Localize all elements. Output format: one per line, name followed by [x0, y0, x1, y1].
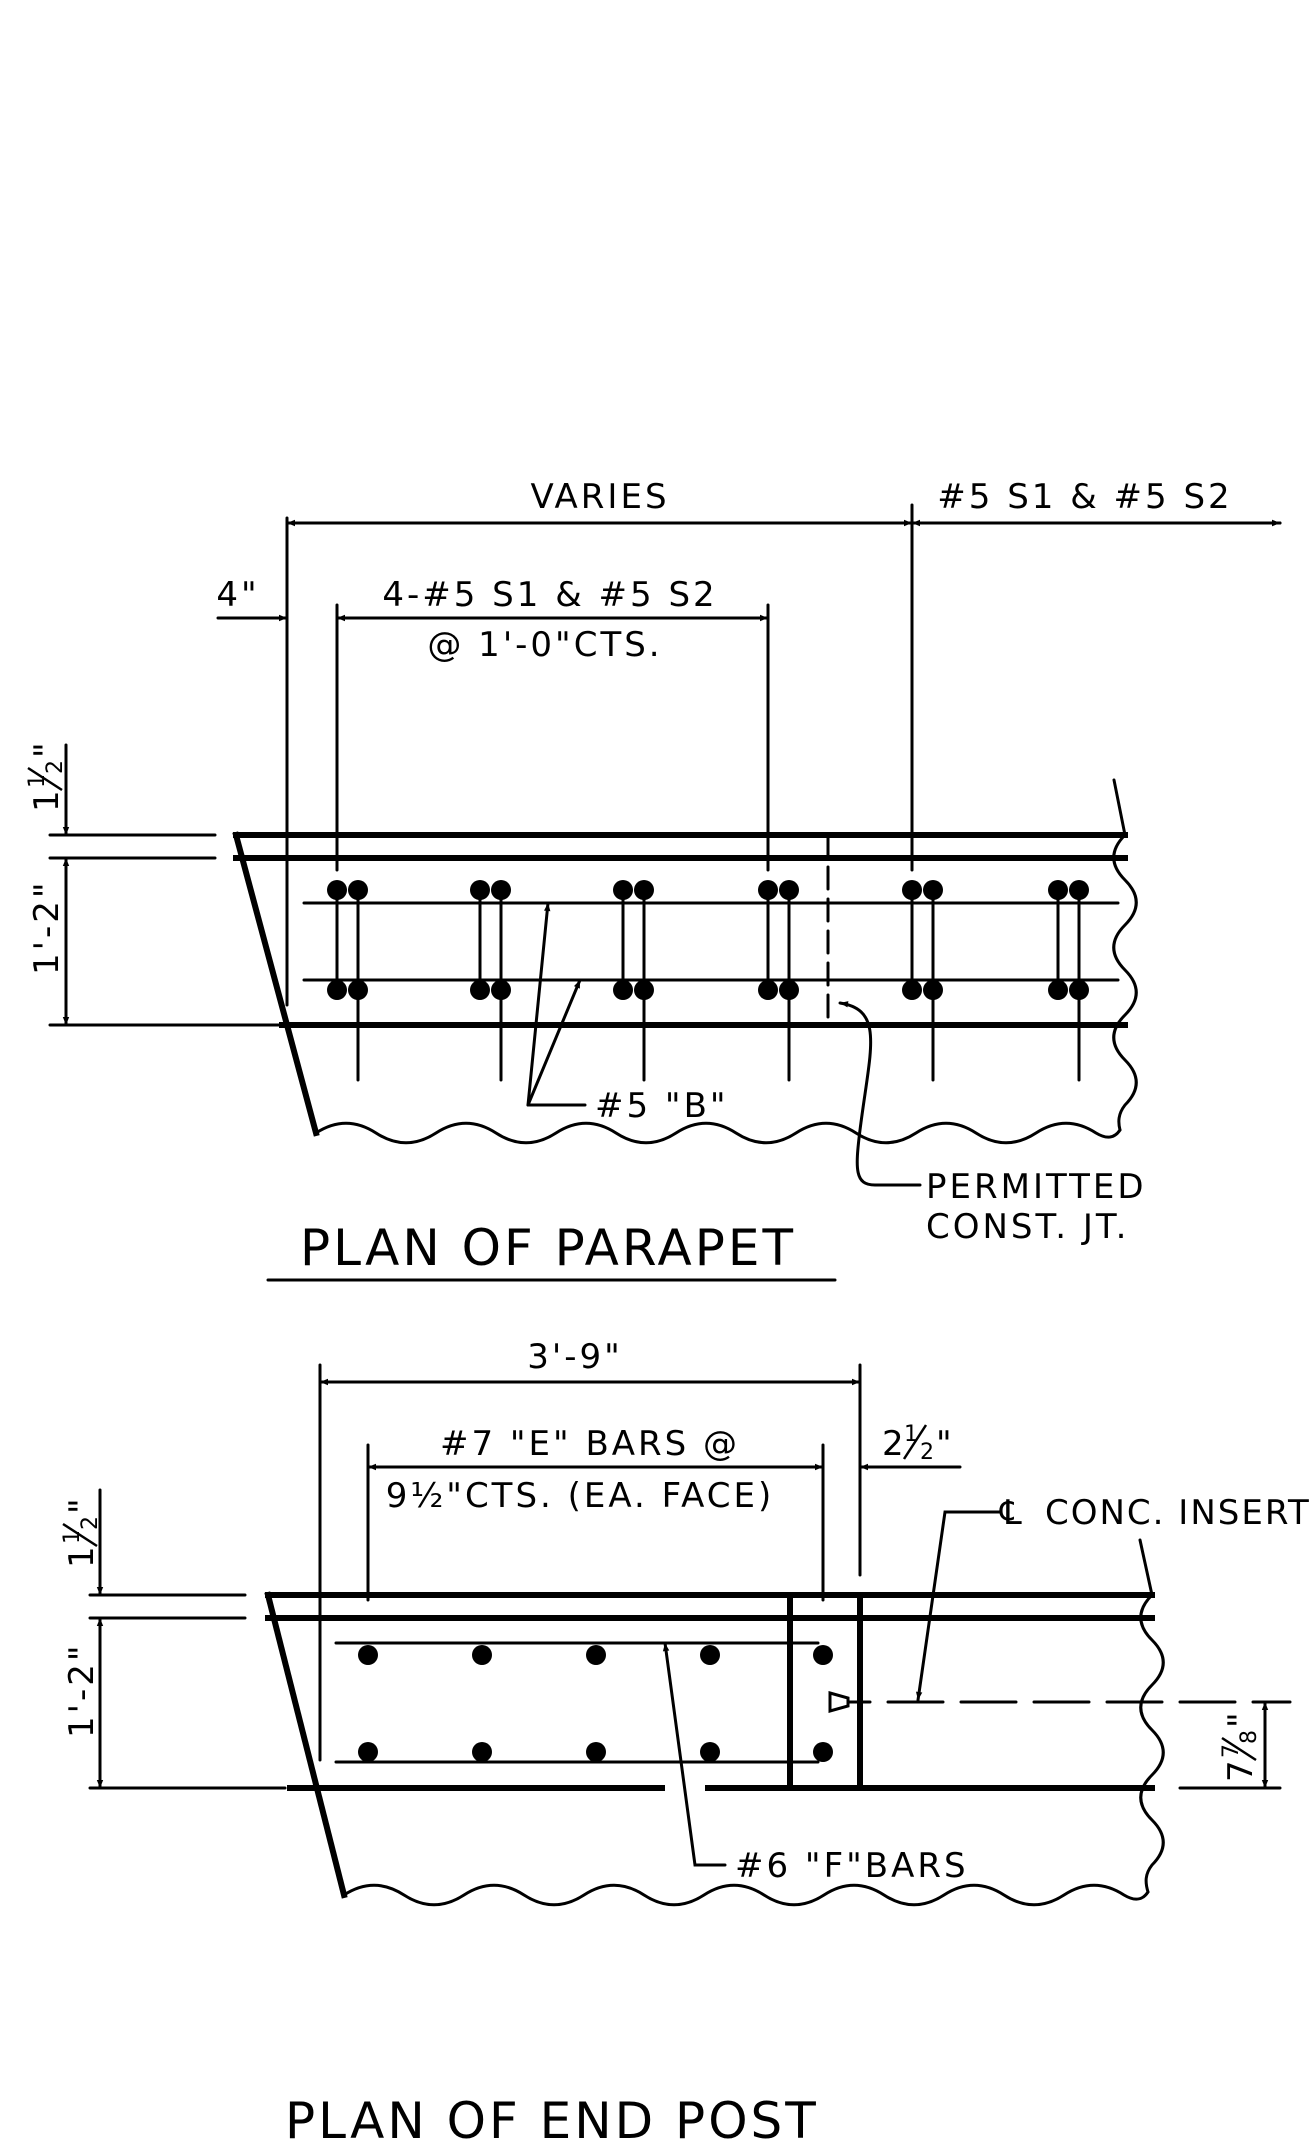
e-bars-label-line1: #7 "E" BARS @: [440, 1424, 740, 1464]
b-bars-label: #5 "B": [595, 1086, 729, 1126]
joint-label-line1: PERMITTED: [926, 1167, 1147, 1207]
centerline-symbol: ℄: [999, 1493, 1022, 1533]
endpost-cover-fraction: 1 1 2 ": [60, 1495, 103, 1568]
edge-whole: 2: [882, 1424, 907, 1464]
stirrup-pair: [470, 880, 511, 1082]
parapet-plan: VARIES #5 S1 & #5 S2 4" 4-#5 S1 & #5 S2 …: [25, 477, 1282, 1282]
dim-edge: 2 1 2 ": [858, 1422, 962, 1471]
endpost-cover-unit: ": [62, 1495, 102, 1514]
stirrup-pair: [758, 880, 799, 1082]
f-bars-label: #6 "F"BARS: [735, 1846, 969, 1886]
parapet-cover-unit: ": [27, 739, 67, 758]
endpost-cover-den: 2: [78, 1516, 103, 1530]
insert-unit: ": [1221, 1709, 1261, 1728]
leader-f-bars: #6 "F"BARS: [662, 1641, 969, 1886]
leader-inserts: ℄ CONC. INSERTS: [915, 1493, 1312, 1702]
stirrup-pair: [902, 880, 943, 1082]
e-bars: [358, 1645, 833, 1762]
dim-overall: 3'-9": [318, 1337, 862, 1762]
endpost-cover-whole: 1: [62, 1543, 102, 1568]
stirrup-pair: [327, 880, 368, 1082]
parapet-height-label: 1'-2": [27, 879, 67, 975]
dim-s-bars-spacing: 4-#5 S1 & #5 S2 @ 1'-0"CTS.: [335, 575, 770, 872]
s-bars-count-label: 4-#5 S1 & #5 S2: [382, 575, 717, 615]
end-post-outline: [264, 1538, 1165, 1907]
dim-varies: VARIES: [285, 477, 914, 1007]
parapet-cover-whole: 1: [27, 787, 67, 812]
dim-left-endpost: 1 1 2 " 1'-2": [60, 1488, 287, 1790]
dim-left-parapet: 1 1 2 " 1'-2": [25, 739, 282, 1027]
stirrup-pair: [613, 880, 654, 1082]
insert-whole: 7: [1221, 1757, 1261, 1782]
dim-s-bars-right: #5 S1 & #5 S2: [910, 477, 1282, 527]
parapet-cover-den: 2: [43, 760, 68, 774]
parapet-title: PLAN OF PARAPET: [300, 1219, 796, 1277]
overall-label: 3'-9": [527, 1337, 623, 1377]
insert-fraction: 7 7 8 ": [1219, 1709, 1262, 1782]
leader-b-bars: #5 "B": [526, 901, 729, 1126]
inserts-label: CONC. INSERTS: [1045, 1493, 1312, 1533]
insert-den: 8: [1237, 1730, 1262, 1744]
parapet-outline: [232, 778, 1138, 1145]
leader-construction-joint: PERMITTED CONST. JT.: [838, 1001, 1147, 1247]
dim-parapet-cover: 1 1 2 ": [25, 739, 68, 812]
stirrup-pair: [1048, 880, 1089, 1082]
dim-four-inch: 4": [216, 575, 289, 622]
joint-label-line2: CONST. JT.: [926, 1207, 1129, 1247]
end-post-title: PLAN OF END POST: [285, 2092, 819, 2150]
concrete-insert: [828, 1691, 1292, 1713]
edge-fraction: 2 1 2 ": [882, 1422, 955, 1465]
dim-e-bars: #7 "E" BARS @ 9½"CTS. (EA. FACE): [366, 1424, 825, 1602]
e-bars-label-line2: 9½"CTS. (EA. FACE): [386, 1476, 775, 1516]
edge-num: 1: [904, 1422, 918, 1447]
dim-insert: 7 7 8 ": [1178, 1700, 1282, 1790]
s-bars-spacing-label: @ 1'-0"CTS.: [427, 625, 662, 665]
edge-den: 2: [920, 1440, 934, 1465]
stirrup-pairs: [327, 880, 1089, 1082]
s-bars-right-label: #5 S1 & #5 S2: [937, 477, 1232, 517]
edge-unit: ": [936, 1424, 955, 1464]
four-inch-label: 4": [216, 575, 259, 615]
end-post-plan: 3'-9" #7 "E" BARS @ 9½"CTS. (EA. FACE) 2…: [60, 1337, 1312, 2150]
varies-label: VARIES: [530, 477, 669, 517]
endpost-height-label: 1'-2": [62, 1642, 102, 1738]
